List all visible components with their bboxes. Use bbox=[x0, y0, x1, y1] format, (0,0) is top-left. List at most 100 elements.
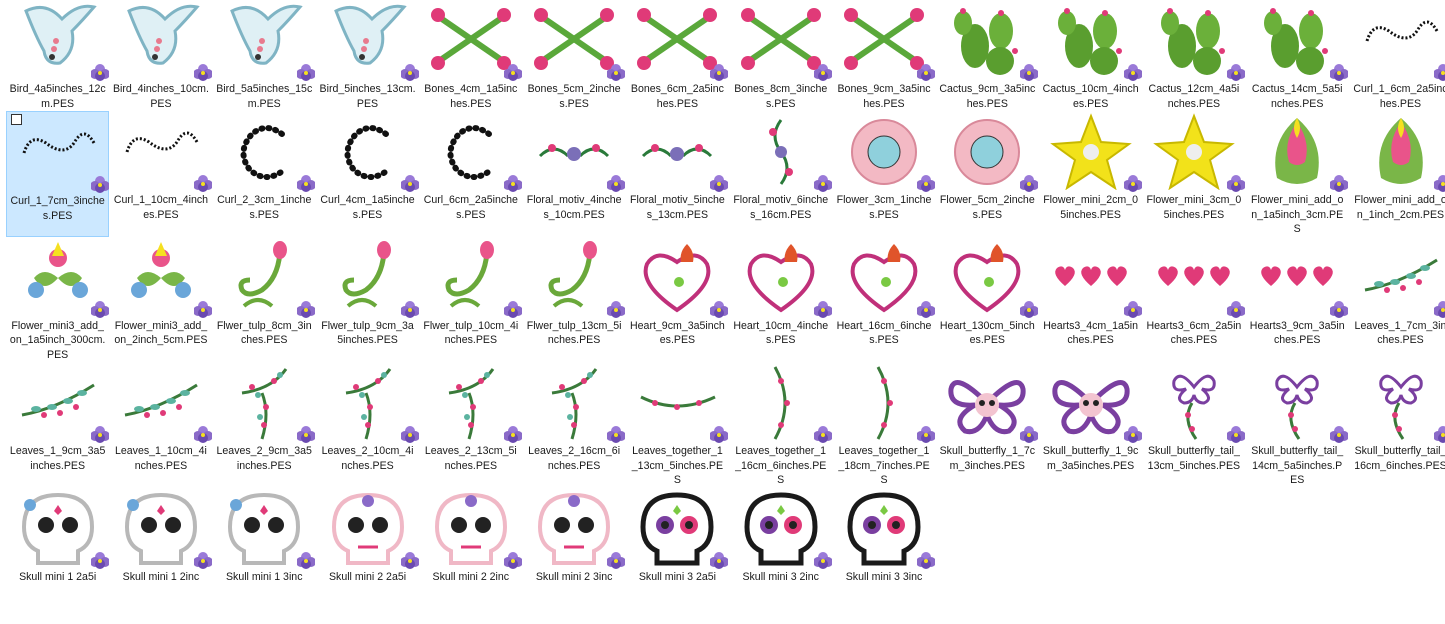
pansy-badge-icon bbox=[297, 300, 316, 318]
file-item[interactable]: Leaves_together_1_18cm_7inches.PES bbox=[832, 362, 936, 488]
file-item[interactable]: Bird_4inches_10cm.PES bbox=[109, 0, 212, 111]
file-item[interactable]: Leaves_together_1_16cm_6inches.PES bbox=[729, 362, 832, 488]
file-item[interactable]: Flwer_tulp_13cm_5inches.PES bbox=[522, 237, 626, 363]
file-item[interactable]: Flower_mini_add_on_1inch_2cm.PES bbox=[1349, 111, 1445, 237]
file-item[interactable]: Curl_1_7cm_3inches.PES bbox=[6, 111, 110, 237]
file-item[interactable]: Skull mini 2 2inc bbox=[419, 488, 522, 585]
file-name-label: Flwer_tulp_10cm_4inches.PES bbox=[423, 319, 519, 347]
file-name-label: Heart_9cm_3a5inches.PES bbox=[630, 319, 725, 347]
file-item[interactable]: Skull mini 3 3inc bbox=[832, 488, 936, 585]
file-item[interactable]: Bones_6cm_2a5inches.PES bbox=[626, 0, 729, 111]
file-item[interactable]: Hearts3_6cm_2a5inches.PES bbox=[1142, 237, 1245, 363]
file-item[interactable]: Leaves_2_16cm_6inches.PES bbox=[522, 362, 626, 488]
file-name-label: Flower_mini_3cm_05inches.PES bbox=[1146, 194, 1242, 221]
file-item[interactable]: Skull mini 2 3inc bbox=[522, 488, 626, 585]
file-item[interactable]: Flwer_tulp_10cm_4inches.PES bbox=[419, 237, 522, 363]
file-item[interactable]: Curl_6cm_2a5inches.PES bbox=[419, 111, 522, 237]
pansy-badge-icon bbox=[1330, 300, 1349, 318]
file-item[interactable]: Skull mini 3 2a5i bbox=[626, 488, 729, 585]
floral-motif-icon bbox=[539, 144, 610, 161]
file-item[interactable]: Flower_mini_3cm_05inches.PES bbox=[1142, 111, 1245, 237]
file-item[interactable]: Leaves_2_10cm_4inches.PES bbox=[316, 362, 419, 488]
file-thumbnail bbox=[10, 238, 109, 318]
file-item[interactable]: Floral_motiv_4inches_10cm.PES bbox=[522, 111, 626, 237]
leaves-vine-icon bbox=[345, 368, 391, 440]
file-item[interactable]: Bird_5inches_13cm.PES bbox=[316, 0, 419, 111]
pansy-badge-icon bbox=[917, 64, 936, 81]
file-item[interactable]: Curl_2_3cm_1inches.PES bbox=[213, 111, 316, 237]
file-item[interactable]: Skull_butterfly_1_9cm_3a5inches.PES bbox=[1039, 362, 1142, 488]
file-item[interactable]: Bones_5cm_2inches.PES bbox=[522, 0, 626, 111]
file-item[interactable]: Skull mini 1 2inc bbox=[109, 488, 212, 585]
file-thumbnail bbox=[423, 112, 522, 192]
pansy-badge-icon bbox=[400, 175, 419, 192]
file-item[interactable]: Cactus_14cm_5a5inches.PES bbox=[1246, 0, 1349, 111]
file-item[interactable]: Bones_4cm_1a5inches.PES bbox=[419, 0, 522, 111]
file-thumbnail bbox=[733, 489, 832, 569]
file-item[interactable]: Curl_1_6cm_2a5inches.PES bbox=[1349, 0, 1445, 111]
file-item[interactable]: Flwer_tulp_8cm_3inches.PES bbox=[213, 237, 316, 363]
file-item[interactable]: Skull mini 3 2inc bbox=[729, 488, 832, 585]
file-item[interactable]: Leaves_1_9cm_3a5inches.PES bbox=[6, 362, 109, 488]
file-item[interactable]: Curl_1_10cm_4inches.PES bbox=[109, 111, 212, 237]
file-item[interactable]: Leaves_together_1_13cm_5inches.PES bbox=[626, 362, 729, 488]
file-item[interactable]: Flower_mini3_add_on_2inch_5cm.PES bbox=[109, 237, 212, 363]
file-item[interactable]: Flower_5cm_2inches.PES bbox=[936, 111, 1039, 237]
file-thumbnail bbox=[1043, 1, 1142, 81]
file-thumbnail bbox=[1043, 238, 1142, 318]
leaves-arc-icon bbox=[640, 395, 717, 410]
file-item[interactable]: Leaves_2_13cm_5inches.PES bbox=[419, 362, 522, 488]
file-item[interactable]: Flower_mini_add_on_1a5inch_3cm.PES bbox=[1246, 111, 1349, 237]
file-item[interactable]: Skull_butterfly_tail_14cm_5a5inches.PES bbox=[1246, 362, 1349, 488]
spiral-icon bbox=[240, 125, 288, 180]
file-item[interactable]: Skull_butterfly_1_7cm_3inches.PES bbox=[936, 362, 1039, 488]
leaves-branch-icon bbox=[21, 383, 95, 418]
select-checkbox[interactable] bbox=[11, 114, 22, 125]
pansy-badge-icon bbox=[917, 175, 936, 192]
pansy-badge-icon bbox=[297, 64, 316, 81]
file-item[interactable]: Heart_130cm_5inches.PES bbox=[936, 237, 1039, 363]
file-item[interactable]: Cactus_9cm_3a5inches.PES bbox=[936, 0, 1039, 111]
file-item[interactable]: Flower_3cm_1inches.PES bbox=[832, 111, 936, 237]
file-item[interactable]: Leaves_1_10cm_4inches.PES bbox=[109, 362, 212, 488]
file-item[interactable]: Skull_butterfly_tail_13cm_5inches.PES bbox=[1142, 362, 1245, 488]
file-item[interactable]: Cactus_12cm_4a5inches.PES bbox=[1142, 0, 1245, 111]
pansy-badge-icon bbox=[1433, 426, 1445, 443]
file-item[interactable]: Flower_mini_2cm_05inches.PES bbox=[1039, 111, 1142, 237]
pansy-badge-icon bbox=[400, 300, 419, 318]
file-item[interactable]: Skull_butterfly_tail_16cm_6inches.PES bbox=[1349, 362, 1445, 488]
file-item[interactable]: Bones_8cm_3inches.PES bbox=[729, 0, 832, 111]
file-item[interactable]: Hearts3_9cm_3a5inches.PES bbox=[1246, 237, 1349, 363]
file-name-label: Skull mini 2 3inc bbox=[535, 570, 613, 583]
file-item[interactable]: Bird_5a5inches_15cm.PES bbox=[213, 0, 316, 111]
file-item[interactable]: Bird_4a5inches_12cm.PES bbox=[6, 0, 109, 111]
file-thumbnail bbox=[423, 238, 522, 318]
curl-icon bbox=[125, 131, 199, 153]
file-item[interactable]: Skull mini 1 3inc bbox=[213, 488, 316, 585]
file-item[interactable]: Heart_16cm_6inches.PES bbox=[832, 237, 936, 363]
skull-butterfly-tail-icon bbox=[1172, 374, 1216, 440]
file-item[interactable]: Leaves_2_9cm_3a5inches.PES bbox=[213, 362, 316, 488]
file-item[interactable]: Curl_4cm_1a5inches.PES bbox=[316, 111, 419, 237]
file-item[interactable]: Bones_9cm_3a5inches.PES bbox=[832, 0, 936, 111]
tulip-stem-icon bbox=[548, 240, 598, 308]
file-item[interactable]: Floral_motiv_6inches_16cm.PES bbox=[729, 111, 832, 237]
file-name-label: Cactus_14cm_5a5inches.PES bbox=[1251, 83, 1343, 110]
spiral-icon bbox=[447, 125, 494, 180]
file-thumbnail bbox=[113, 238, 212, 318]
file-item[interactable]: Heart_10cm_4inches.PES bbox=[729, 237, 832, 363]
file-name-label: Heart_16cm_6inches.PES bbox=[836, 319, 932, 347]
file-item[interactable]: Hearts3_4cm_1a5inches.PES bbox=[1039, 237, 1142, 363]
sugar-skull-black-icon bbox=[744, 491, 818, 565]
file-item[interactable]: Skull mini 1 2a5i bbox=[6, 488, 109, 585]
file-item[interactable]: Flwer_tulp_9cm_3a5inches.PES bbox=[316, 237, 419, 363]
pansy-badge-icon bbox=[1123, 175, 1142, 192]
file-item[interactable]: Leaves_1_7cm_3inches.PES bbox=[1349, 237, 1445, 363]
file-item[interactable]: Skull mini 2 2a5i bbox=[316, 488, 419, 585]
file-item[interactable]: Cactus_10cm_4inches.PES bbox=[1039, 0, 1142, 111]
file-item[interactable]: Floral_motiv_5inches_13cm.PES bbox=[626, 111, 729, 237]
file-item[interactable]: Flower_mini3_add_on_1a5inch_300cm.PES bbox=[6, 237, 109, 363]
file-name-label: Flwer_tulp_13cm_5inches.PES bbox=[526, 319, 622, 347]
file-item[interactable]: Heart_9cm_3a5inches.PES bbox=[626, 237, 729, 363]
sacred-heart-icon bbox=[850, 243, 918, 312]
